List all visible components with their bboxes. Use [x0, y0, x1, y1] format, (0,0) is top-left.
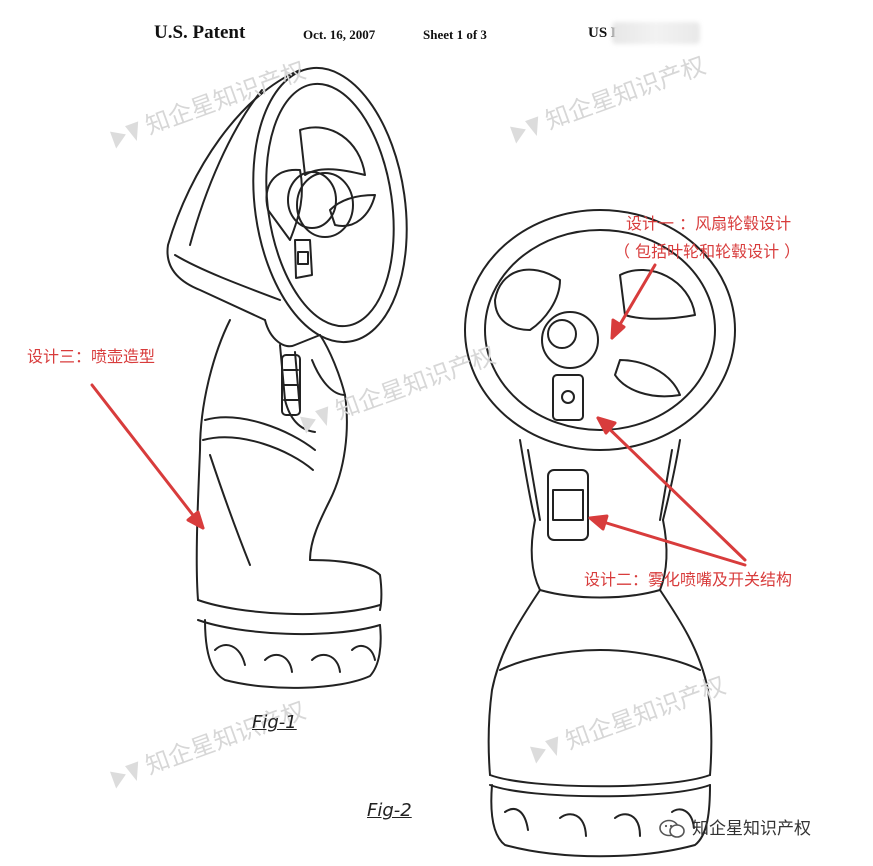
watermark-5: 知企星知识产权: [524, 666, 730, 769]
annotation-design2: 设计二：雾化喷嘴及开关结构: [584, 570, 793, 589]
annotation-design1-line2: （ 包括叶轮和轮毂设计 ）: [614, 242, 801, 261]
fig1-spray-fan-drawing: [166, 66, 408, 689]
fig2-spray-fan-drawing: [464, 209, 736, 858]
patent-header: U.S. Patent Oct. 16, 2007 Sheet 1 of 3 U…: [0, 22, 873, 52]
annotation-design3: 设计三：喷壶造型: [27, 347, 156, 366]
watermark-2: 知企星知识产权: [504, 46, 710, 149]
patent-date: Oct. 16, 2007: [303, 27, 376, 42]
watermark-3: 知企星知识产权: [294, 336, 500, 439]
patent-title: U.S. Patent: [154, 22, 246, 43]
arrow-design2-a: [596, 416, 747, 562]
annotation-design1-line1: 设计一 ：风扇轮毂设计: [626, 214, 792, 233]
watermark-logo-icon: [109, 121, 139, 149]
watermark-logo-icon: [299, 406, 329, 434]
watermark-logo-icon: [109, 761, 139, 789]
wechat-icon: [659, 819, 685, 838]
blurred-patent-number: [612, 22, 700, 44]
watermark-1: 知企星知识产权: [104, 51, 310, 154]
watermark-logo-icon: [509, 116, 539, 144]
wechat-account-name: 知企星知识产权: [692, 819, 811, 839]
patent-sheet: Sheet 1 of 3: [423, 27, 487, 42]
annotation-arrows: [90, 263, 747, 567]
arrow-design3: [90, 383, 205, 530]
wechat-account-badge: 知企星知识产权: [658, 814, 811, 840]
arrow-design2-b: [588, 516, 747, 567]
watermark-logo-icon: [529, 736, 559, 764]
watermark-4: 知企星知识产权: [104, 691, 310, 794]
figure-label-2: Fig-2: [367, 800, 412, 821]
figure-label-1: Fig-1: [252, 712, 297, 733]
